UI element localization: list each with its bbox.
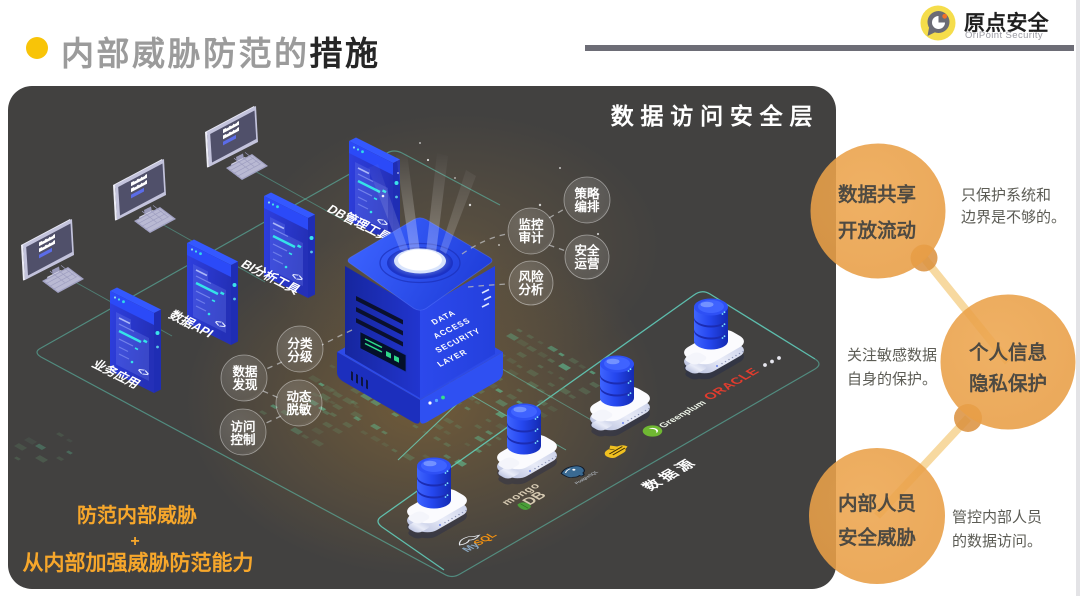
svg-text:策略: 策略 (574, 186, 600, 201)
svg-text:内部人员: 内部人员 (838, 492, 916, 515)
svg-text:边界是不够的。: 边界是不够的。 (961, 209, 1066, 226)
svg-text:从内部加强威胁防范能力: 从内部加强威胁防范能力 (23, 551, 254, 575)
svg-text:个人信息: 个人信息 (968, 341, 1047, 364)
svg-text:管控内部人员: 管控内部人员 (952, 509, 1042, 526)
svg-text:数据: 数据 (231, 364, 258, 379)
svg-text:的数据访问。: 的数据访问。 (952, 533, 1042, 550)
svg-text:风险: 风险 (518, 269, 544, 284)
svg-text:安全: 安全 (574, 243, 600, 258)
svg-text:访问: 访问 (230, 419, 255, 434)
svg-text:分级: 分级 (287, 349, 313, 364)
svg-text:+: + (130, 533, 139, 550)
svg-text:分析: 分析 (518, 282, 544, 297)
svg-text:发现: 发现 (231, 377, 258, 392)
svg-text:分类: 分类 (287, 336, 313, 351)
svg-text:数据访问安全层: 数据访问安全层 (611, 103, 820, 129)
svg-text:防范内部威胁: 防范内部威胁 (77, 503, 197, 527)
svg-text:SQL: SQL (472, 531, 501, 548)
svg-text:动态: 动态 (286, 389, 312, 404)
svg-text:数据源: 数据源 (638, 456, 703, 493)
svg-text:安全威胁: 安全威胁 (838, 526, 917, 549)
svg-text:自身的保护。: 自身的保护。 (847, 371, 937, 388)
svg-text:关注敏感数据: 关注敏感数据 (847, 347, 937, 364)
svg-text:开放流动: 开放流动 (838, 219, 916, 242)
svg-text:脱敏: 脱敏 (286, 402, 312, 417)
svg-text:审计: 审计 (518, 230, 544, 245)
svg-text:编排: 编排 (574, 199, 600, 214)
svg-text:数据共享: 数据共享 (838, 183, 916, 206)
svg-text:Greenplum: Greenplum (656, 399, 709, 430)
svg-text:隐私保护: 隐私保护 (969, 372, 1047, 395)
svg-text:监控: 监控 (518, 217, 544, 232)
svg-text:运营: 运营 (574, 256, 600, 271)
svg-text:控制: 控制 (230, 432, 255, 447)
svg-text:只保护系统和: 只保护系统和 (961, 187, 1051, 204)
